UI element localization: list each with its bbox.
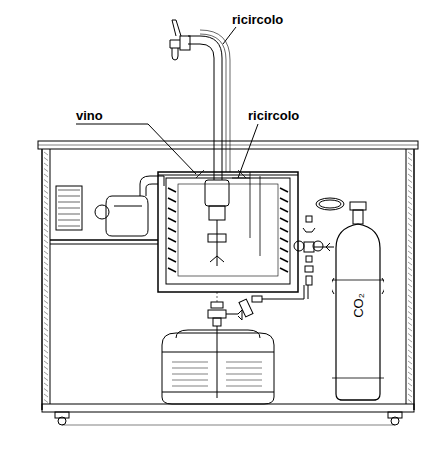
cooling-tank	[158, 172, 298, 292]
leader-line	[238, 124, 258, 178]
leader-line	[223, 27, 236, 44]
gas-label: CO₂	[350, 293, 365, 318]
part-label: vino	[74, 108, 105, 123]
part-label: ricircolo	[246, 108, 301, 123]
counter-top	[38, 141, 418, 149]
co2-cylinder: CO₂	[332, 188, 384, 402]
wine-keg	[162, 326, 274, 404]
pump	[205, 180, 229, 266]
coupler	[208, 296, 262, 326]
part-label: ricircolo	[230, 12, 285, 27]
leader-line	[76, 124, 196, 174]
pressure-regulator	[294, 216, 334, 285]
cabinet-base	[42, 404, 414, 412]
gas-hose	[262, 285, 308, 299]
hose-coil	[316, 198, 344, 210]
compressor	[56, 176, 164, 236]
